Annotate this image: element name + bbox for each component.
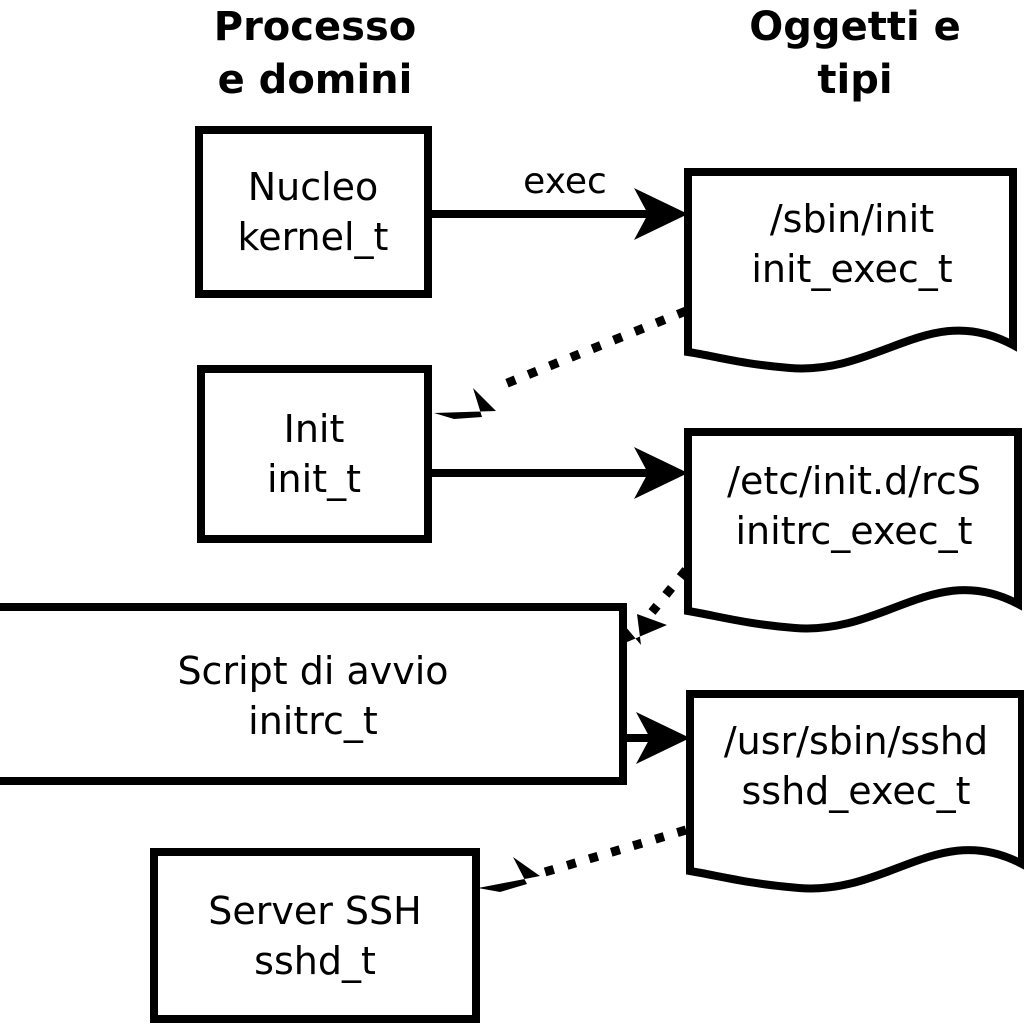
- node-initrc-exec-line2: initrc_exec_t: [736, 509, 973, 553]
- node-init[interactable]: Init init_t: [197, 365, 432, 543]
- edge-sshd-exec-to-sshd-line: [533, 825, 688, 880]
- column-header-objects: Oggetti e tipi: [749, 4, 960, 103]
- node-sshd-box[interactable]: [150, 848, 480, 1023]
- node-sshd-exec[interactable]: /usr/sbin/sshd sshd_exec_t: [686, 690, 1024, 893]
- edge-init-exec-to-init: [434, 306, 688, 419]
- node-sshd-exec-line1: /usr/sbin/sshd: [724, 719, 988, 763]
- edge-init-to-initrc-exec: [430, 447, 688, 499]
- column-header-processes-line2: e domini: [218, 57, 413, 103]
- column-header-objects-line1: Oggetti e: [749, 4, 960, 50]
- node-initrc-exec-document[interactable]: [684, 428, 1022, 633]
- edge-init-exec-to-init-arrowhead: [434, 388, 496, 419]
- edge-initrc-to-sshd-exec-arrowhead: [636, 712, 690, 764]
- edge-label-exec: exec: [523, 161, 607, 202]
- edge-initrc-exec-to-initrc-arrowhead: [620, 614, 667, 645]
- node-initrc[interactable]: Script di avvio initrc_t: [0, 603, 627, 785]
- node-initrc-line1: Script di avvio: [177, 649, 448, 693]
- node-sshd-exec-document[interactable]: [686, 690, 1024, 893]
- edge-kernel-to-init-exec: exec: [432, 161, 688, 240]
- node-sshd[interactable]: Server SSH sshd_t: [150, 848, 480, 1023]
- node-initrc-box[interactable]: [0, 603, 627, 785]
- node-initrc-exec-line1: /etc/init.d/rcS: [727, 459, 981, 503]
- column-header-objects-line2: tipi: [817, 57, 892, 103]
- node-init-exec[interactable]: /sbin/init init_exec_t: [684, 168, 1017, 373]
- node-kernel[interactable]: Nucleo kernel_t: [195, 126, 432, 298]
- node-init-line1: Init: [284, 407, 345, 451]
- column-header-processes: Processo e domini: [214, 4, 416, 103]
- node-kernel-line2: kernel_t: [238, 215, 389, 259]
- column-header-processes-line1: Processo: [214, 4, 416, 50]
- node-init-exec-document[interactable]: [684, 168, 1017, 373]
- node-initrc-exec[interactable]: /etc/init.d/rcS initrc_exec_t: [684, 428, 1022, 633]
- node-sshd-line2: sshd_t: [254, 939, 376, 983]
- node-init-exec-line1: /sbin/init: [770, 197, 934, 241]
- edge-sshd-exec-to-sshd-arrowhead: [478, 857, 540, 892]
- edge-init-exec-to-init-line: [498, 306, 688, 391]
- edge-initrc-exec-to-initrc: [620, 567, 690, 645]
- node-sshd-exec-line2: sshd_exec_t: [741, 769, 970, 813]
- node-init-line2: init_t: [267, 457, 361, 501]
- node-initrc-line2: initrc_t: [248, 699, 378, 743]
- node-sshd-line1: Server SSH: [208, 889, 422, 933]
- edge-initrc-exec-to-initrc-line: [648, 567, 690, 615]
- edge-init-to-initrc-exec-arrowhead: [634, 447, 688, 499]
- edge-initrc-to-sshd-exec: [625, 712, 690, 764]
- edge-kernel-to-init-exec-arrowhead: [634, 188, 688, 240]
- node-kernel-line1: Nucleo: [248, 165, 379, 209]
- node-init-exec-line2: init_exec_t: [751, 247, 952, 291]
- node-init-box[interactable]: [197, 365, 432, 543]
- node-kernel-box[interactable]: [195, 126, 432, 298]
- edge-sshd-exec-to-sshd: [478, 825, 688, 892]
